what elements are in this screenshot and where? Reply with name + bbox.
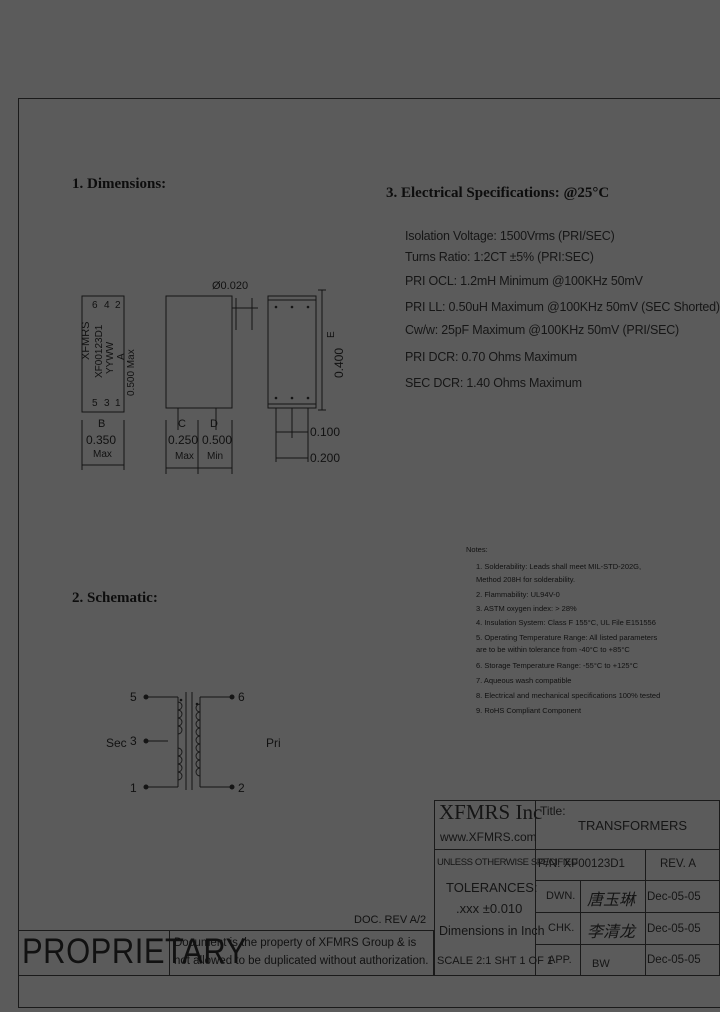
- dwn-signature: 唐玉琳: [587, 890, 636, 909]
- app-sign-cell: [580, 944, 646, 976]
- note-line: 1. Solderability: Leads shall meet MIL-S…: [476, 562, 642, 571]
- company-website: www.XFMRS.com: [440, 830, 537, 844]
- spec-sec-dcr: SEC DCR: 1.40 Ohms Maximum: [405, 376, 582, 390]
- note-line: 5. Operating Temperature Range: All list…: [476, 633, 658, 642]
- side-view-body: [165, 295, 233, 409]
- sch-pin-1: 1: [130, 781, 137, 795]
- b-label: B: [98, 418, 106, 430]
- pin-1: 1: [115, 398, 121, 409]
- tolerance-header: UNLESS OTHERWISE SPECIFIED: [437, 857, 578, 868]
- schematic-heading: 2. Schematic:: [72, 590, 158, 606]
- notes-title: Notes:: [466, 545, 488, 554]
- note-line: 2. Flammability: UL94V-0: [476, 590, 560, 599]
- d-note: Min: [207, 451, 224, 462]
- app-signature: BW: [592, 958, 610, 970]
- title-value: TRANSFORMERS: [578, 818, 688, 833]
- electrical-heading: 3. Electrical Specifications: @25°C: [386, 185, 610, 201]
- pin-6: 6: [92, 300, 98, 311]
- pin-4: 4: [104, 300, 110, 311]
- proprietary-label: PROPRIETARY: [22, 931, 247, 972]
- note-line: 4. Insulation System: Class F 155°C, UL …: [476, 618, 656, 627]
- c-label: C: [178, 418, 186, 430]
- b-value: 0.350: [86, 433, 117, 447]
- drawing-frame: [18, 98, 720, 1008]
- dwn-date: Dec-05-05: [647, 891, 701, 903]
- top-view-body: [81, 295, 125, 413]
- note-line: 6. Storage Temperature Range: -55°C to +…: [476, 661, 638, 670]
- title-block: XFMRS Inc www.XFMRS.com Title: TRANSFORM…: [434, 800, 720, 976]
- dimensions-unit: Dimensions in Inch: [439, 924, 545, 938]
- part-number: P/N: XF00123D1: [538, 858, 625, 870]
- spec-turns: Turns Ratio: 1:2CT ±5% (PRI:SEC): [405, 250, 594, 264]
- d-label: D: [210, 418, 218, 430]
- company-name: XFMRS Inc: [439, 800, 543, 824]
- sch-pin-3: 3: [130, 734, 137, 748]
- c-note: Max: [175, 451, 194, 462]
- sec-label: Sec: [106, 736, 127, 750]
- lead-dia: Ø0.020: [212, 280, 249, 292]
- spec-isolation: Isolation Voltage: 1500Vrms (PRI/SEC): [405, 229, 615, 243]
- d-value: 0.500: [202, 433, 233, 447]
- spec-pri-dcr: PRI DCR: 0.70 Ohms Maximum: [405, 350, 577, 364]
- proprietary-strip: [18, 930, 434, 976]
- spec-ocl: PRI OCL: 1.2mH Minimum @100KHz 50mV: [405, 274, 643, 288]
- scale-sheet: SCALE 2:1 SHT 1 OF 1: [437, 955, 553, 967]
- sch-pin-2: 2: [238, 781, 245, 795]
- c-value: 0.250: [168, 433, 199, 447]
- dwn-label: DWN.: [546, 890, 576, 902]
- app-label: APP.: [548, 954, 572, 966]
- spec-ll: PRI LL: 0.50uH Maximum @100KHz 50mV (SEC…: [405, 300, 720, 314]
- sch-pin-5: 5: [130, 690, 137, 704]
- pitch-1: 0.100: [310, 425, 341, 439]
- pin-2: 2: [115, 300, 121, 311]
- disclaimer-line-1: Document is the property of XFMRS Group …: [174, 937, 417, 949]
- revision: REV. A: [660, 858, 697, 870]
- note-line: 8. Electrical and mechanical specificati…: [476, 691, 661, 700]
- tolerance-value: .xxx ±0.010: [456, 901, 523, 916]
- note-line: 7. Aqueous wash compatible: [476, 676, 572, 685]
- disclaimer-line-2: not allowed to be duplicated without aut…: [174, 955, 429, 967]
- sch-pin-6: 6: [238, 690, 245, 704]
- divider: [169, 930, 170, 976]
- note-line: Method 208H for solderability.: [476, 575, 576, 584]
- spec-cww: Cw/w: 25pF Maximum @100KHz 50mV (PRI/SEC…: [405, 323, 680, 337]
- note-line: are to be within tolerance from -40°C to…: [476, 645, 630, 654]
- note-line: 9. RoHS Compliant Component: [476, 706, 582, 715]
- pin-3: 3: [104, 398, 110, 409]
- chk-label: CHK.: [548, 922, 575, 934]
- pitch-2: 0.200: [310, 451, 341, 465]
- note-line: 3. ASTM oxygen index: > 28%: [476, 604, 577, 613]
- chk-signature: 李清龙: [587, 922, 636, 941]
- b-note: Max: [93, 449, 112, 460]
- tolerances-label: TOLERANCES:: [446, 880, 538, 895]
- pin-5: 5: [92, 398, 98, 409]
- pri-label: Pri: [266, 736, 281, 750]
- app-date: Dec-05-05: [647, 954, 701, 966]
- doc-rev: DOC. REV A/2: [354, 914, 427, 926]
- dimensions-heading: 1. Dimensions:: [72, 176, 167, 192]
- title-label: Title:: [540, 804, 566, 818]
- chk-date: Dec-05-05: [647, 923, 701, 935]
